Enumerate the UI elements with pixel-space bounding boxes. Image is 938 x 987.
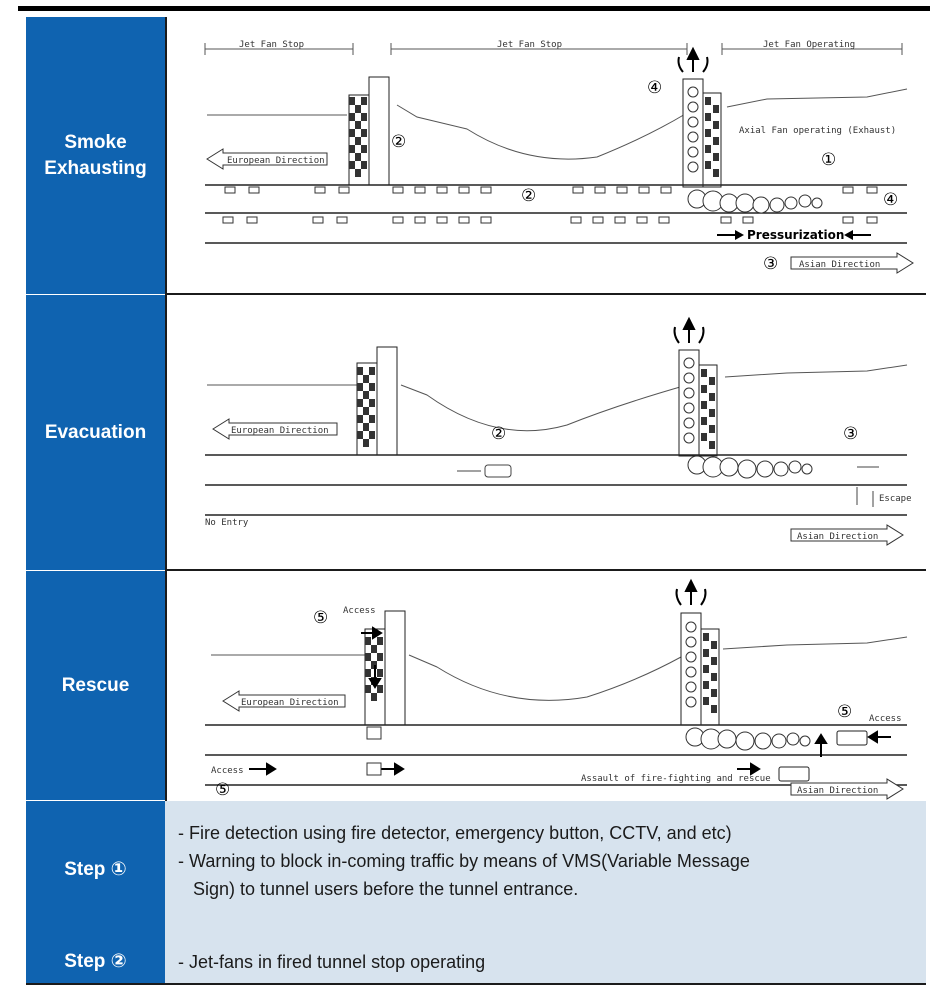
vehicle-icon	[457, 464, 512, 478]
smoke-diagram: Jet Fan Stop Jet Fan Stop Jet Fan Operat…	[204, 40, 914, 274]
step-1-text: - Fire detection using fire detector, em…	[178, 819, 750, 903]
marker-2: ②	[521, 186, 536, 206]
european-direction-arrow: European Direction	[212, 418, 338, 440]
diagram-panel-evacuation: European Direction Asian Direction No En…	[165, 295, 926, 571]
row-label-step-2: Step ②	[26, 939, 165, 985]
step-line: - Warning to block in-coming traffic by …	[178, 851, 750, 871]
asian-direction-label: Asian Direction	[799, 260, 880, 270]
step-line: - Fire detection using fire detector, em…	[178, 823, 732, 843]
marker-3: ③	[843, 424, 858, 444]
row-evacuation: Evacuation	[26, 295, 926, 571]
access-arrows	[249, 730, 891, 776]
marker-3: ③	[763, 254, 778, 274]
right-ventilation-shaft	[675, 578, 720, 726]
smoke-cloud	[687, 455, 813, 479]
asian-direction-arrow: Asian Direction	[790, 252, 914, 274]
right-ventilation-shaft	[673, 316, 718, 457]
row-step-1: Step ① - Fire detection using fire detec…	[26, 801, 926, 939]
european-direction-arrow: European Direction	[222, 690, 346, 712]
left-ventilation-shaft	[361, 610, 406, 726]
right-ventilation-shaft	[677, 46, 722, 188]
marker-4: ④	[883, 190, 898, 210]
escape-arrows	[856, 466, 879, 507]
row-label-evacuation: Evacuation	[26, 295, 165, 571]
european-direction-label: European Direction	[227, 156, 325, 166]
marker-1: ①	[821, 150, 836, 170]
smoke-cloud	[685, 727, 811, 751]
firefighting-label: Assault of fire-fighting and rescue	[581, 774, 771, 784]
access-label: Access	[211, 766, 244, 776]
access-label: Access	[343, 606, 376, 616]
axial-fan-label: Axial Fan operating (Exhaust)	[739, 126, 896, 136]
smoke-cloud	[687, 189, 823, 214]
step-line: Sign) to tunnel users before the tunnel …	[178, 879, 579, 899]
european-direction-arrow: European Direction	[206, 148, 328, 170]
row-step-2: Step ② - Jet-fans in fired tunnel stop o…	[26, 939, 926, 985]
marker-2: ②	[391, 132, 406, 152]
marker-4: ④	[647, 78, 662, 98]
row-label-step-1: Step ①	[26, 801, 165, 939]
top-rule	[18, 6, 930, 11]
bottom-rule	[26, 983, 926, 985]
step-2-text: - Jet-fans in fired tunnel stop operatin…	[178, 948, 485, 976]
pressurization-indicator: Pressurization	[717, 228, 871, 242]
no-entry-label: No Entry	[205, 518, 249, 528]
rescue-diagram: European Direction Asian Direction Acces…	[205, 578, 908, 800]
fire-truck-icon	[778, 730, 868, 782]
steps-background	[165, 801, 926, 985]
jet-fan-stop-left-label: Jet Fan Stop	[239, 40, 304, 50]
diagram-panel-rescue: European Direction Asian Direction Acces…	[165, 571, 926, 801]
asian-direction-label: Asian Direction	[797, 786, 878, 796]
marker-5: ⑤	[313, 608, 328, 628]
european-direction-label: European Direction	[241, 698, 339, 708]
evacuation-diagram: European Direction Asian Direction No En…	[205, 316, 912, 546]
row-rescue: Rescue	[26, 571, 926, 801]
marker-5: ⑤	[215, 780, 230, 800]
label-line: Smoke	[64, 131, 127, 153]
tunnel-fire-procedure-table: Smoke Exhausting Jet Fan Stop Jet Fan St…	[26, 17, 926, 985]
escape-label: Escape	[879, 494, 912, 504]
marker-5: ⑤	[837, 702, 852, 722]
row-label-smoke-exhausting: Smoke Exhausting	[26, 17, 165, 295]
jet-fan-operating-label: Jet Fan Operating	[763, 40, 855, 50]
row-smoke-exhausting: Smoke Exhausting Jet Fan Stop Jet Fan St…	[26, 17, 926, 295]
asian-direction-arrow: Asian Direction	[790, 778, 904, 800]
marker-2: ②	[491, 424, 506, 444]
step-line: - Jet-fans in fired tunnel stop operatin…	[178, 952, 486, 972]
diagram-panel-smoke: Jet Fan Stop Jet Fan Stop Jet Fan Operat…	[165, 17, 926, 295]
row-label-rescue: Rescue	[26, 571, 165, 801]
left-ventilation-shaft	[356, 346, 398, 456]
jet-fan-stop-mid-label: Jet Fan Stop	[497, 40, 562, 50]
label-line: Exhausting	[44, 157, 147, 179]
access-label: Access	[869, 714, 902, 724]
european-direction-label: European Direction	[231, 426, 329, 436]
pressurization-label: Pressurization	[747, 228, 844, 242]
asian-direction-label: Asian Direction	[797, 532, 878, 542]
left-ventilation-shaft	[348, 76, 390, 186]
asian-direction-arrow: Asian Direction	[790, 524, 904, 546]
